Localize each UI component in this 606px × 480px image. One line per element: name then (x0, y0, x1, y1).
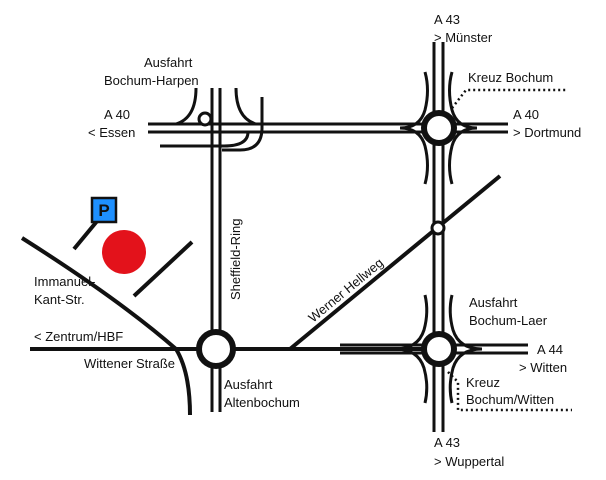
wittener-strasse-label: Wittener Straße (84, 356, 175, 371)
a40-west-road-label: A 40 (104, 107, 130, 122)
immanuel-kant-label-1: Immanuel- (34, 274, 95, 289)
harpen-exit-label-2: Bochum-Harpen (104, 73, 199, 88)
altenbochum-exit-label-2: Altenbochum (224, 395, 300, 410)
a43-north-road-label: A 43 (434, 12, 460, 27)
kreuz-bochum-interchange (399, 71, 478, 185)
altenbochum-roundabout (196, 329, 236, 369)
destination-marker-icon (102, 230, 146, 274)
parking-access-road (72, 218, 100, 251)
a44-road-label: A 44 (537, 342, 563, 357)
harpen-exit-label-1: Ausfahrt (144, 55, 193, 70)
a43-north-direction-label: > Münster (434, 30, 493, 45)
harpen-ramp-east (234, 87, 257, 126)
immanuel-kant-strasse-road (132, 240, 194, 298)
parking-sign-icon: P (90, 196, 118, 224)
altenbochum-exit-label-1: Ausfahrt (224, 377, 273, 392)
a40-east-direction-label: > Dortmund (513, 125, 581, 140)
sheffield-ring-label: Sheffield-Ring (228, 219, 243, 300)
a43-south-road-label: A 43 (434, 435, 460, 450)
werner-hellweg-road (288, 174, 502, 351)
a40-west-direction-label: < Essen (88, 125, 135, 140)
harpen-ramp-west (175, 87, 198, 126)
kreuz-witten-label-2: Bochum/Witten (466, 392, 554, 407)
kreuz-witten-label-1: Kreuz (466, 375, 500, 390)
harpen-slip-road (160, 131, 250, 148)
kreuz-bochum-label: Kreuz Bochum (468, 70, 553, 85)
zentrum-direction-label: < Zentrum/HBF (34, 329, 123, 344)
harpen-loop-ramp (222, 97, 264, 152)
a40-east-road-label: A 40 (513, 107, 539, 122)
a44-direction-label: > Witten (519, 360, 567, 375)
kreuz-bochum-leader (451, 88, 568, 109)
svg-text:P: P (98, 201, 109, 220)
a43-motorway (432, 42, 445, 432)
harpen-junction-node (197, 111, 213, 127)
laer-exit-label-2: Bochum-Laer (469, 313, 548, 328)
laer-exit-label-1: Ausfahrt (469, 295, 518, 310)
kreuz-bochum-witten-interchange (394, 294, 483, 404)
a43-south-direction-label: > Wuppertal (434, 454, 504, 469)
immanuel-kant-label-2: Kant-Str. (34, 292, 85, 307)
curved-access-road (20, 236, 192, 416)
hellweg-crossing-node (430, 220, 446, 236)
werner-hellweg-label: Werner Hellweg (305, 255, 386, 325)
